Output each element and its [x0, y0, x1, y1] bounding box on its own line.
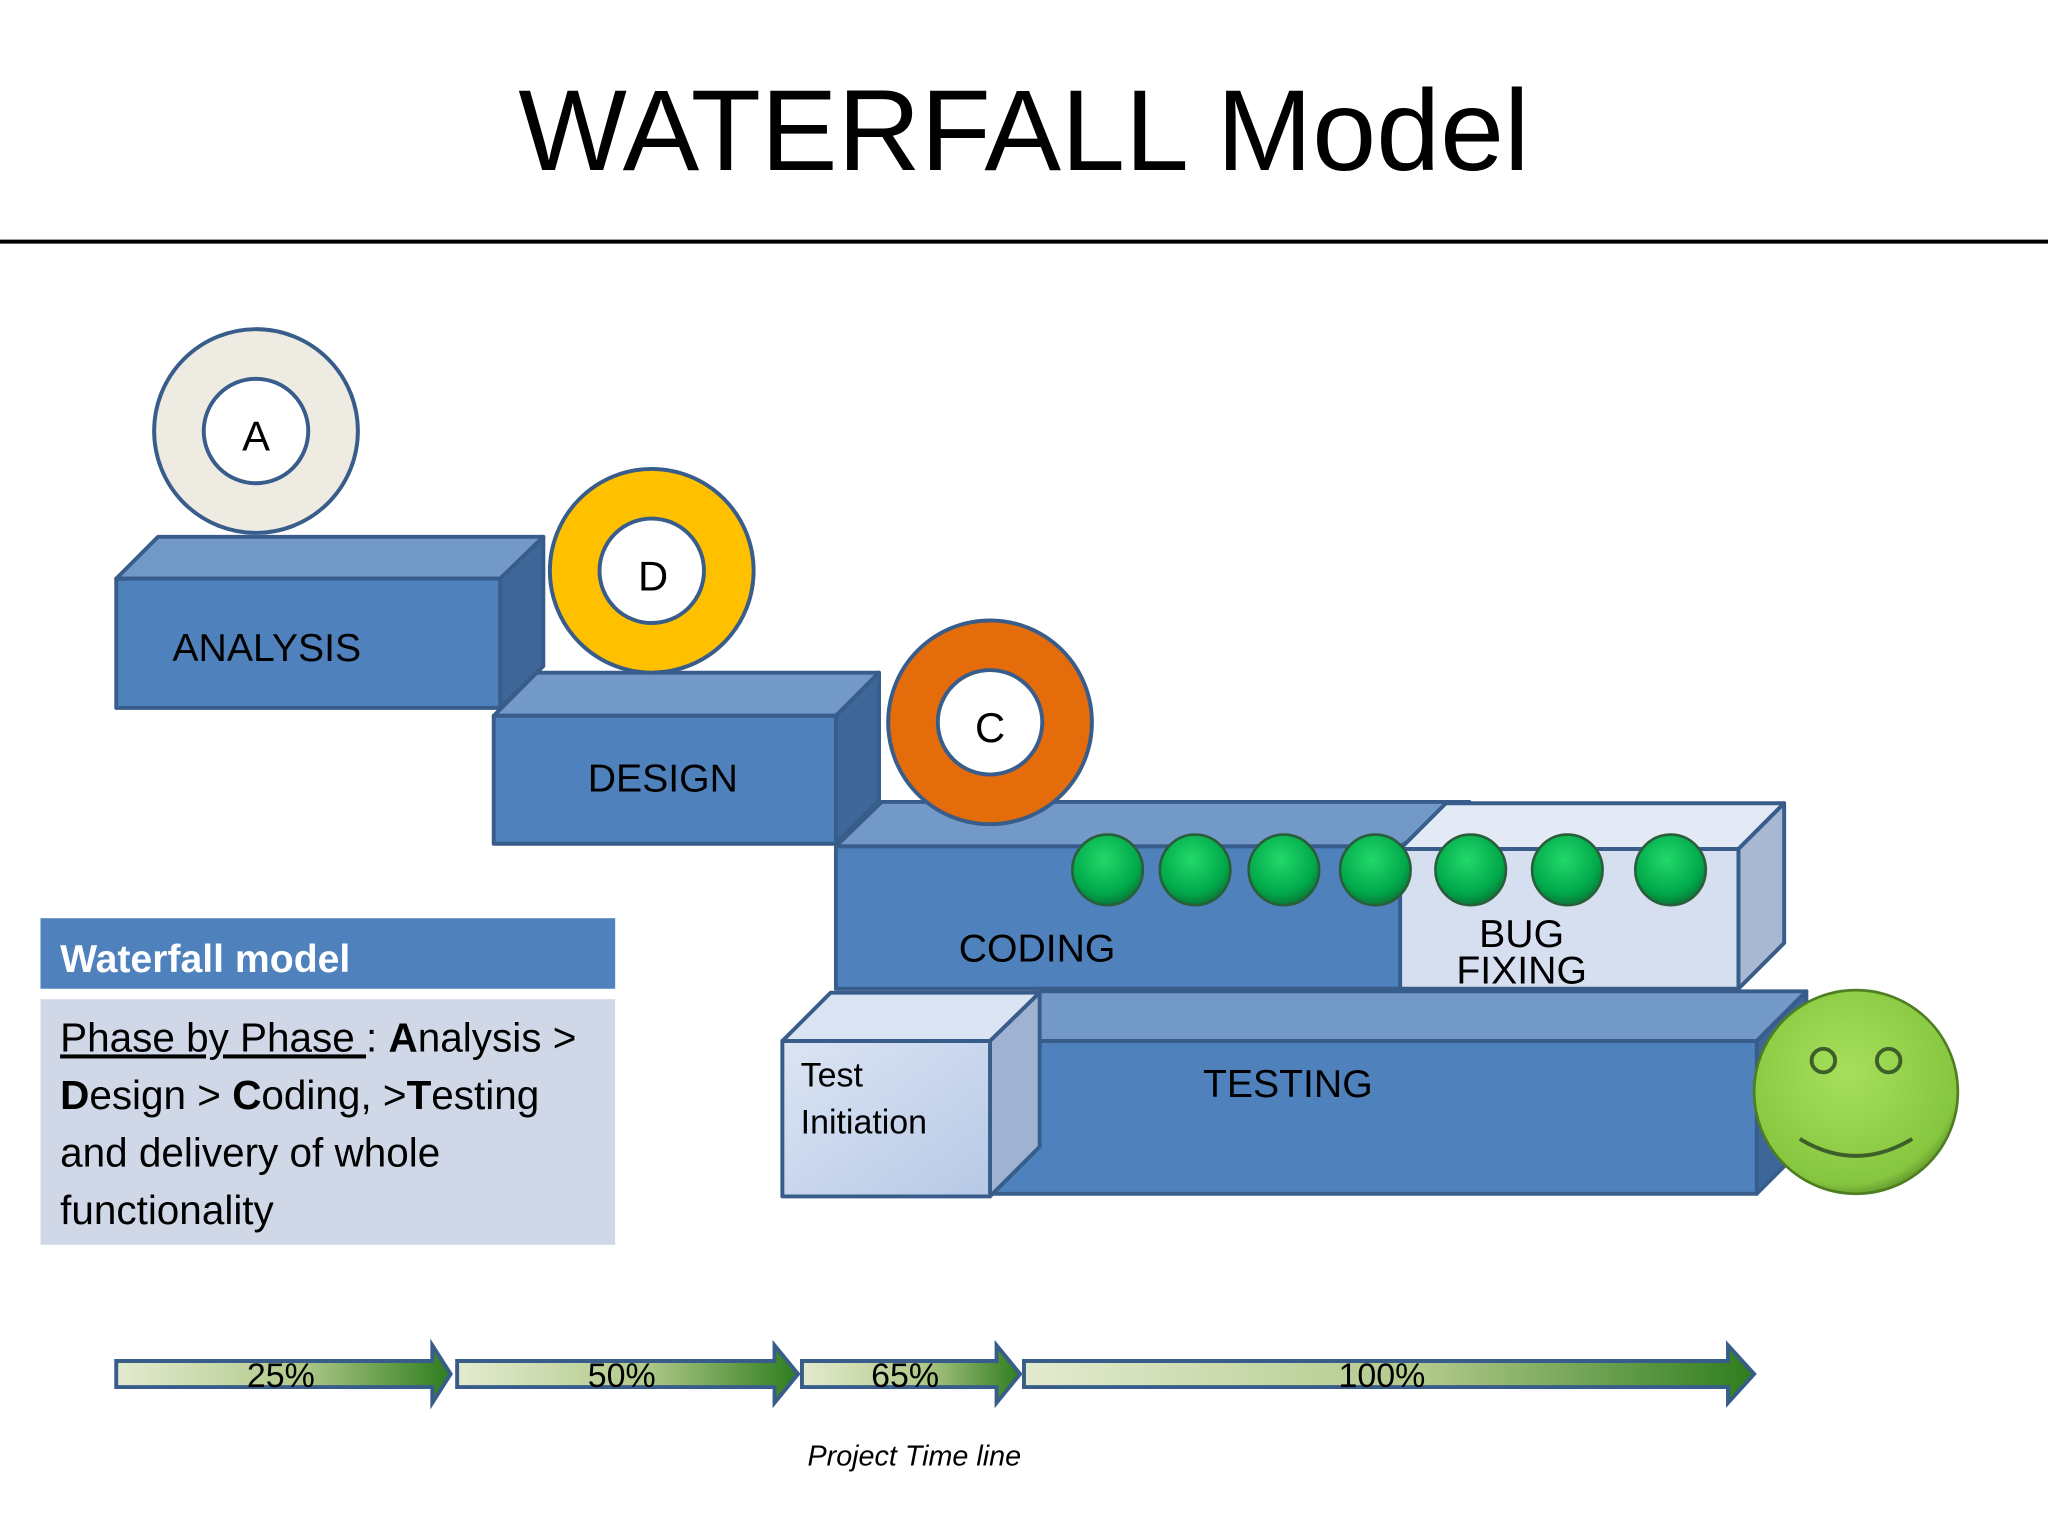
- analysis-label: ANALYSIS: [172, 627, 361, 670]
- timeline-arrow-icon: [455, 1339, 801, 1409]
- testing-label: TESTING: [1203, 1063, 1373, 1106]
- legend-line-4: functionality: [60, 1187, 274, 1233]
- legend-header: Waterfall model: [60, 938, 350, 981]
- milestone-label: 100%: [1338, 1357, 1425, 1395]
- analysis-badge: [152, 327, 360, 535]
- milestone-label: 50%: [588, 1357, 656, 1395]
- bug-fixing-label-line2: FIXING: [1456, 950, 1587, 993]
- design-badge-letter: D: [638, 552, 668, 599]
- test-initiation-line1: Test: [801, 1057, 864, 1095]
- bug-fixing-label-line1: BUG: [1479, 913, 1564, 956]
- green-ball-icon: [1434, 833, 1508, 907]
- legend-line-1: Phase by Phase : Analysis >: [60, 1014, 576, 1060]
- timeline-caption: Project Time line: [807, 1440, 1021, 1472]
- green-ball-icon: [1338, 833, 1412, 907]
- test-initiation-block: [780, 990, 1042, 1199]
- milestone-label: 25%: [247, 1357, 315, 1395]
- green-ball-icon: [1071, 833, 1145, 907]
- analysis-badge-letter: A: [242, 413, 270, 460]
- design-block: [491, 670, 881, 846]
- coding-badge-letter: C: [975, 704, 1005, 751]
- test-initiation-line2: Initiation: [801, 1104, 927, 1142]
- timeline-arrow-icon: [1022, 1340, 1757, 1408]
- timeline-arrow-icon: [114, 1338, 453, 1410]
- design-label: DESIGN: [588, 758, 738, 801]
- legend-line-3: and delivery of whole: [60, 1129, 440, 1175]
- green-ball-icon: [1633, 833, 1708, 907]
- legend-line-2: Design > Coding, >Testing: [60, 1072, 539, 1118]
- coding-badge: [886, 618, 1094, 827]
- legend-panel: Waterfall model Phase by Phase : Analysi…: [40, 918, 616, 1245]
- green-ball-icon: [1530, 833, 1604, 907]
- project-timeline: 25% 50% 65% 100% Project Time line: [114, 1338, 1757, 1472]
- design-badge: [547, 466, 756, 675]
- coding-label: CODING: [959, 927, 1116, 970]
- green-ball-icon: [1158, 833, 1232, 907]
- analysis-block: [114, 534, 546, 710]
- smiley-face-icon: [1752, 988, 1960, 1196]
- timeline-arrow-icon: [799, 1339, 1023, 1409]
- green-ball-icon: [1247, 833, 1321, 907]
- milestone-label: 65%: [871, 1357, 939, 1395]
- page-title: WATERFALL Model: [518, 67, 1529, 195]
- testing-block: [990, 989, 1809, 1196]
